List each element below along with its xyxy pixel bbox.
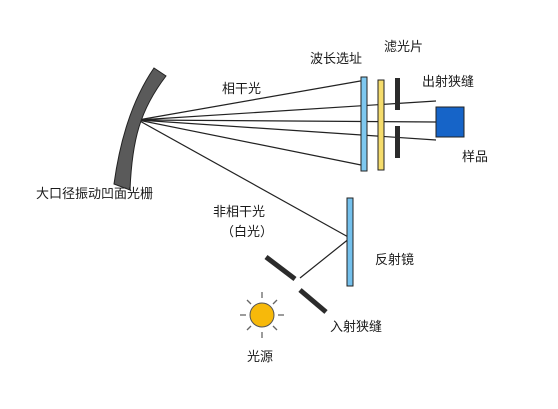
filter-plate <box>377 79 385 171</box>
label-light-source: 光源 <box>247 350 273 365</box>
label-incoherent-light-2: （白光） <box>221 224 273 240</box>
ray-grating-to-mirror <box>137 119 351 239</box>
sample-block <box>435 106 465 138</box>
label-exit-slit: 出射狭缝 <box>422 74 474 90</box>
exit-slit-upper <box>395 78 400 110</box>
ray-top <box>137 79 367 121</box>
label-coherent-light: 相干光 <box>222 82 261 97</box>
coherent-rays <box>137 79 437 167</box>
light-source-rays <box>240 292 284 338</box>
label-filter: 滤光片 <box>384 40 423 55</box>
ray-upper <box>137 100 437 121</box>
ray-center <box>137 119 437 123</box>
ray-lower <box>137 119 437 141</box>
wavelength-selector-plate <box>360 76 368 172</box>
label-wavelength-selector: 波长选址 <box>310 52 362 67</box>
light-source <box>240 292 284 338</box>
label-entrance-slit: 入射狭缝 <box>330 319 382 335</box>
mirror-plate <box>346 197 354 287</box>
entrance-slit-lower <box>298 288 328 314</box>
incoherent-ray-path <box>137 119 351 279</box>
light-source-bulb <box>249 302 275 328</box>
label-incoherent-light-1: 非相干光 <box>213 205 265 220</box>
label-sample: 样品 <box>462 150 488 165</box>
label-grating: 大口径振动凹面光栅 <box>36 187 153 202</box>
ray-mirror-to-slit <box>299 237 351 279</box>
ray-bottom <box>137 119 367 167</box>
label-mirror: 反射镜 <box>375 252 414 268</box>
entrance-slit-upper <box>264 255 297 281</box>
concave-grating <box>113 67 167 191</box>
exit-slit-lower <box>395 126 400 158</box>
